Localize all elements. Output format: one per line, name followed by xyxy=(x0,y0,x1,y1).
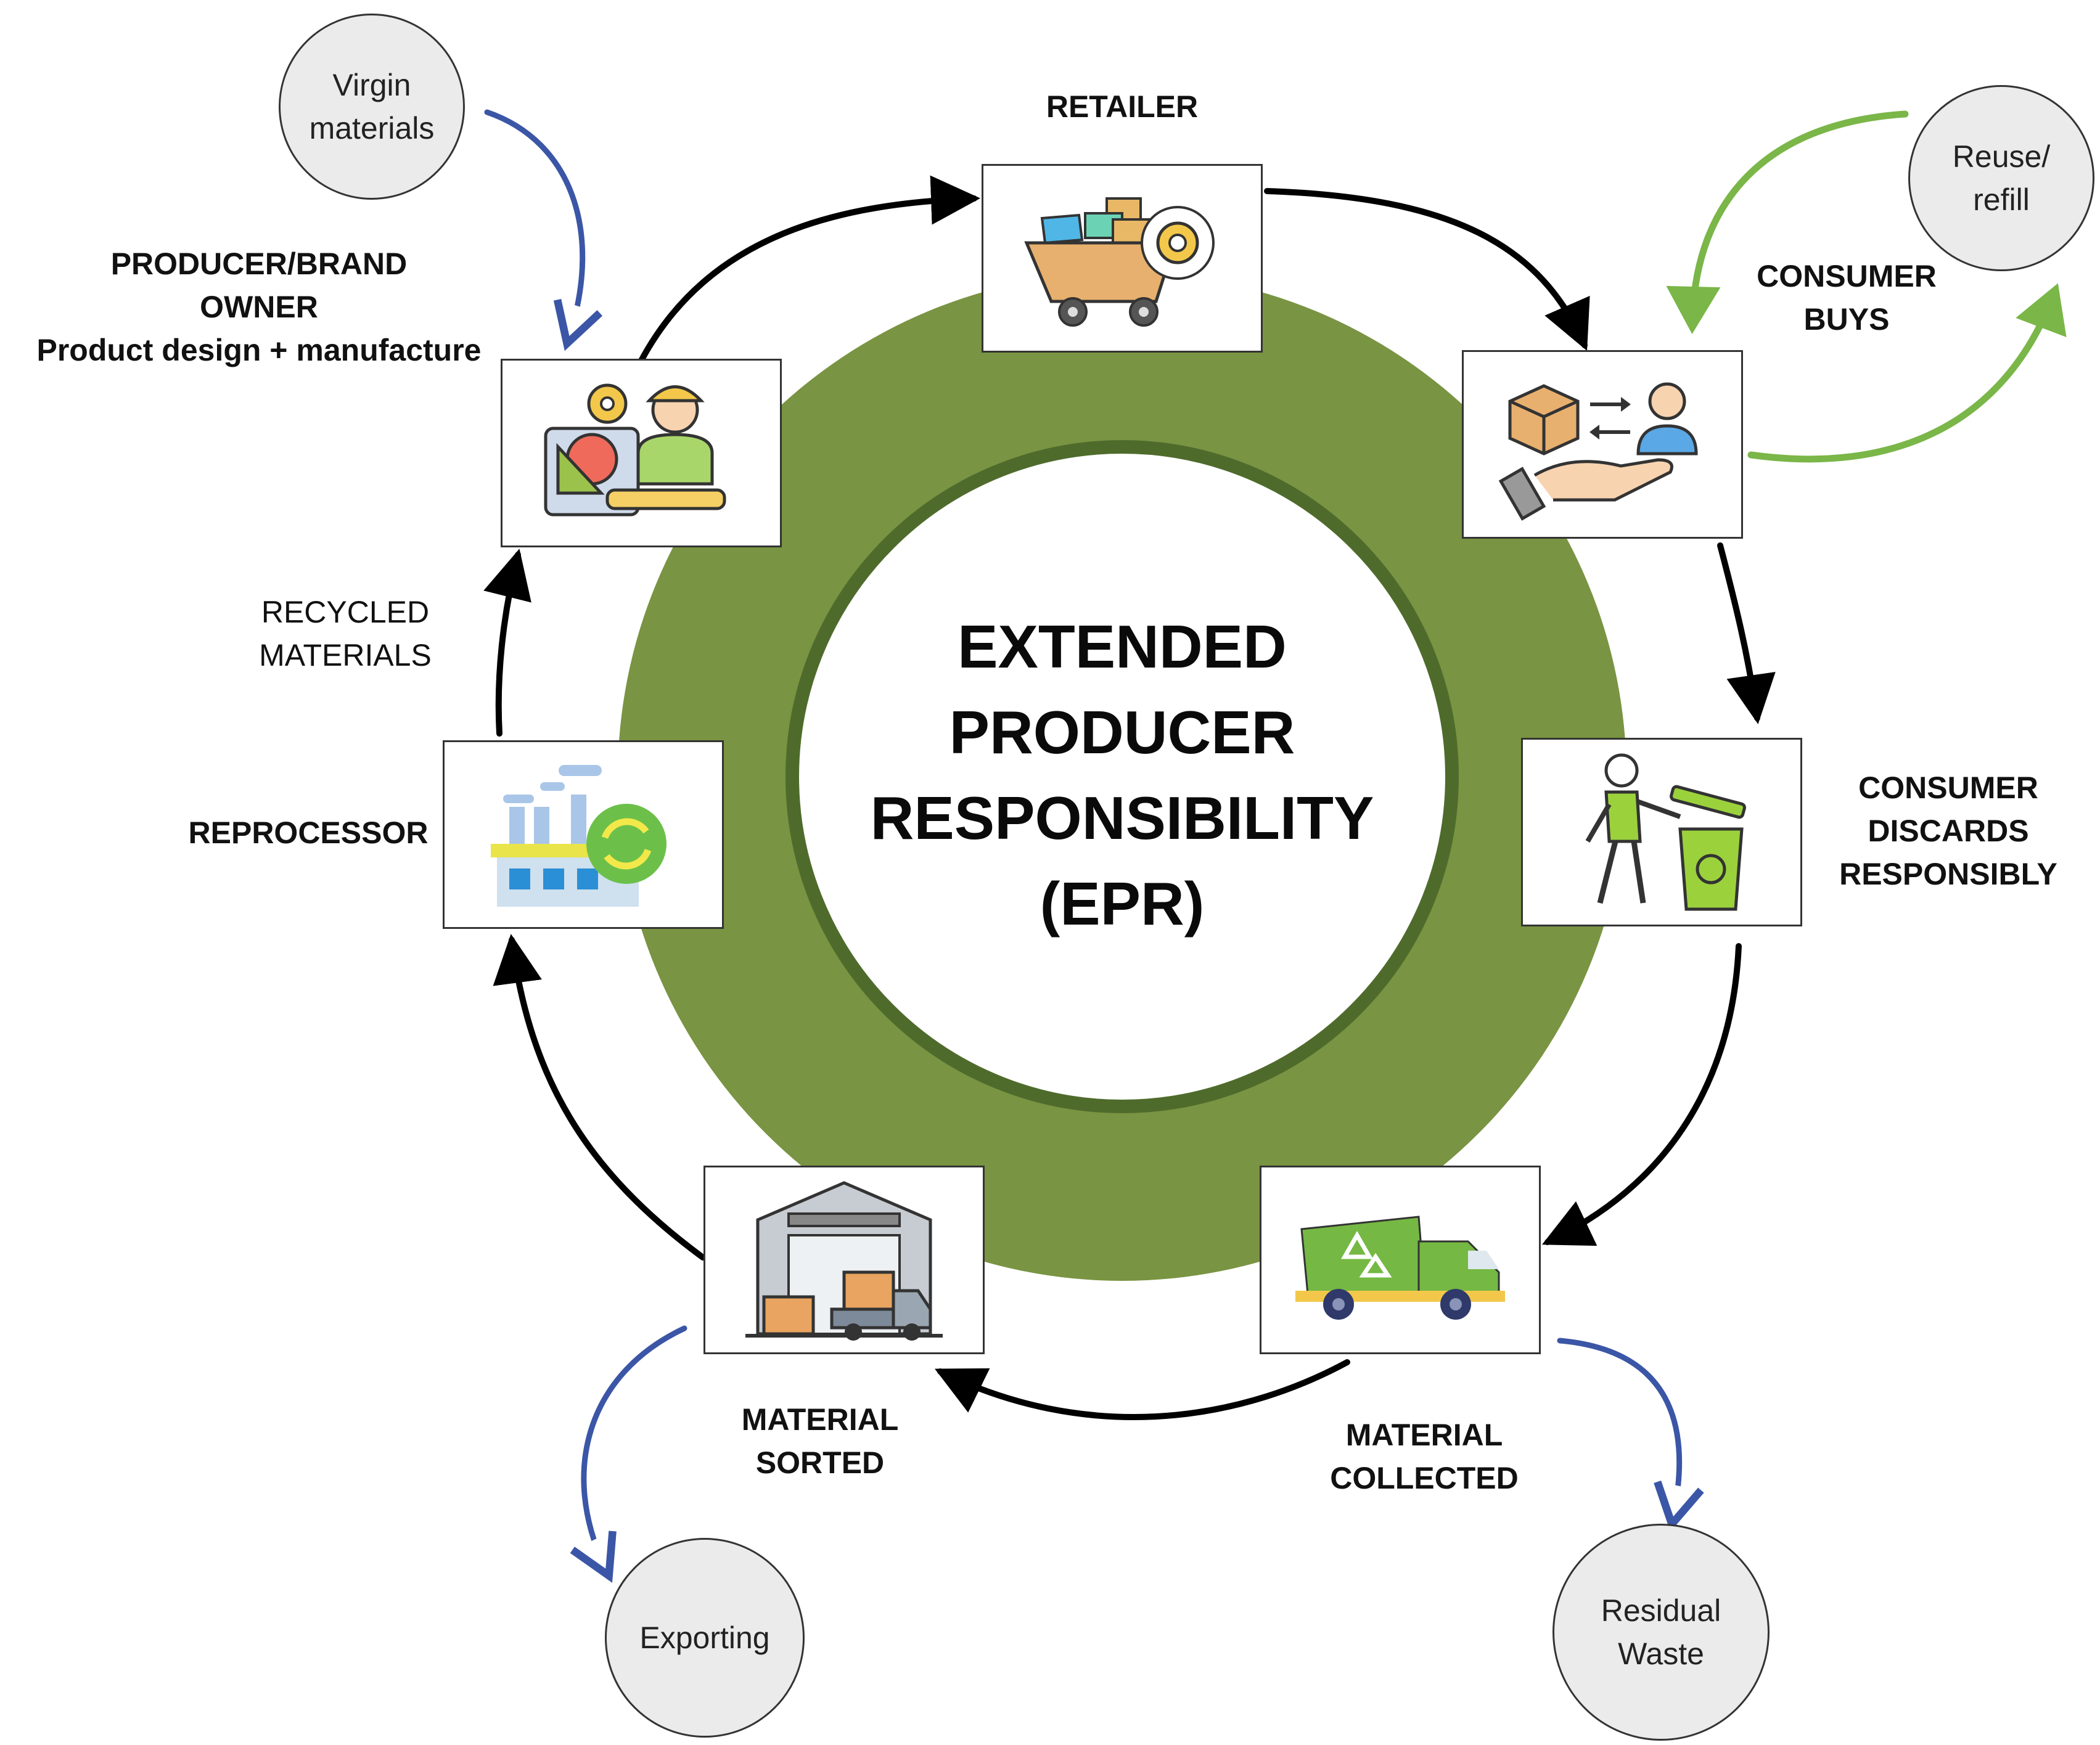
reprocessor-label: REPROCESSOR xyxy=(188,815,429,850)
recycled-materials-label-line: MATERIALS xyxy=(259,638,432,672)
center-title-line: (EPR) xyxy=(1040,870,1205,938)
arrow-collected-to-sorted xyxy=(935,1359,1350,1420)
reprocessor-card xyxy=(443,740,724,929)
material-sorted-card xyxy=(703,1166,985,1354)
material-sorted-label: MATERIAL SORTED xyxy=(691,1398,950,1484)
retailer-label: RETAILER xyxy=(1046,89,1199,124)
center-title-line: EXTENDED xyxy=(958,613,1287,680)
recycled-materials-label-line: RECYCLED xyxy=(261,595,430,629)
consumer-buys-label-line: CONSUMER xyxy=(1757,259,1937,293)
arrow-buys-to-reuse xyxy=(1747,283,2067,463)
consumer-discards-label: CONSUMER DISCARDS RESPONSIBLY xyxy=(1807,766,2090,896)
arrow-sorted-to-exporting xyxy=(570,1325,687,1583)
recycling-truck-icon xyxy=(1295,1216,1505,1320)
arrow-discards-to-collected xyxy=(1541,943,1742,1246)
epr-ring xyxy=(618,272,1626,1281)
retailer-card xyxy=(982,164,1263,353)
material-collected-label-line: MATERIAL xyxy=(1345,1418,1503,1452)
material-collected-label: MATERIAL COLLECTED xyxy=(1295,1413,1554,1500)
producer-label-line: OWNER xyxy=(200,290,318,324)
producer-label-line: PRODUCER/BRAND xyxy=(110,247,408,281)
node-text: Waste xyxy=(1618,1637,1704,1671)
arrow-retailer-to-consumer xyxy=(1264,188,1590,351)
engineer-design-icon xyxy=(544,383,726,517)
producer-card xyxy=(501,359,782,547)
producer-label: PRODUCER/BRAND OWNER Product design + ma… xyxy=(12,242,506,372)
center-title-line: PRODUCER xyxy=(949,698,1295,767)
center-title: EXTENDED PRODUCER RESPONSIBILITY (EPR) xyxy=(805,604,1440,947)
recycled-materials-label: RECYCLED MATERIALS xyxy=(222,591,469,677)
consumer-discards-label-line: DISCARDS xyxy=(1868,814,2029,848)
consumer-discards-card xyxy=(1521,738,1802,926)
green-arrows xyxy=(1666,110,2067,463)
arrow-reuse-to-buys xyxy=(1666,110,1909,334)
node-text: Exporting xyxy=(639,1620,770,1655)
material-collected-card xyxy=(1260,1166,1541,1354)
arrow-sorted-to-reprocessor xyxy=(493,934,706,1261)
node-text: refill xyxy=(1973,182,2030,217)
arrow-collected-to-residual xyxy=(1557,1338,1704,1532)
consumer-discards-label-line: CONSUMER xyxy=(1858,770,2038,805)
blue-arrows xyxy=(484,109,1704,1583)
node-text: Reuse/ xyxy=(1952,139,2051,174)
virgin-materials-node: Virgin materials xyxy=(279,14,465,200)
material-sorted-label-line: SORTED xyxy=(755,1445,885,1480)
node-text: materials xyxy=(309,111,435,145)
purchase-exchange-icon xyxy=(1498,382,1698,521)
consumer-buys-label-line: BUYS xyxy=(1803,302,1890,337)
consumer-discards-label-line: RESPONSIBLY xyxy=(1839,857,2057,891)
node-text: Virgin xyxy=(332,68,411,102)
reuse-refill-node: Reuse/ refill xyxy=(1908,85,2094,271)
warehouse-icon xyxy=(745,1181,943,1341)
arrow-producer-to-retailer xyxy=(638,175,980,364)
exporting-node: Exporting xyxy=(605,1538,805,1738)
arrow-buys-to-discards xyxy=(1717,542,1776,724)
shopping-cart-icon xyxy=(1024,197,1215,327)
producer-label-line: Product design + manufacture xyxy=(36,333,482,367)
cycle-arrows xyxy=(483,175,1776,1420)
center-title-line: RESPONSIBILITY xyxy=(870,784,1374,852)
person-recycling-bin-icon xyxy=(1585,753,1746,911)
residual-waste-node: Residual Waste xyxy=(1552,1524,1770,1741)
arrow-virgin-to-producer xyxy=(484,109,603,351)
consumer-buys-label: CONSUMER BUYS xyxy=(1708,255,1985,341)
consumer-buys-card xyxy=(1462,350,1743,539)
arrow-reprocessor-to-producer xyxy=(483,549,531,737)
node-text: Residual xyxy=(1601,1593,1721,1628)
material-collected-label-line: COLLECTED xyxy=(1330,1461,1519,1495)
recycling-factory-icon xyxy=(491,765,667,907)
material-sorted-label-line: MATERIAL xyxy=(741,1402,899,1437)
